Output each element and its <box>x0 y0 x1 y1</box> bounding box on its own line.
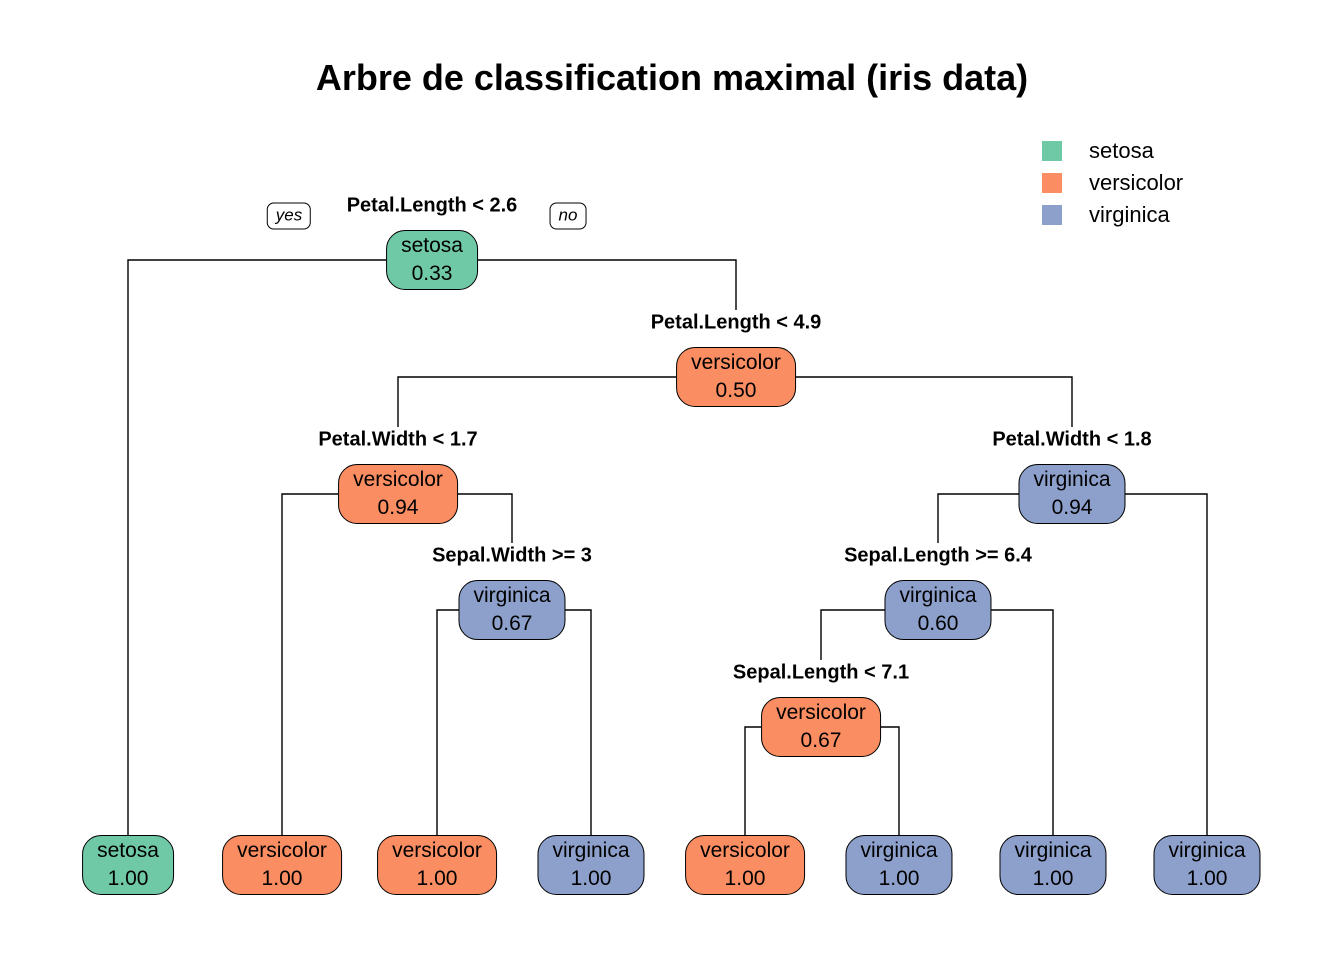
node-class: virginica <box>860 839 938 862</box>
tree-edge <box>820 609 885 660</box>
tree-node-n6: virginica 0.60 <box>884 580 992 640</box>
node-class: setosa <box>97 839 159 862</box>
tree-node-leaf4: virginica 1.00 <box>537 835 645 895</box>
tree-edge <box>397 376 676 427</box>
node-prob: 0.50 <box>715 379 757 402</box>
split-label: Sepal.Width >= 3 <box>432 544 592 567</box>
legend-swatch <box>1042 141 1062 161</box>
legend-item-virginica: virginica <box>1042 199 1183 231</box>
split-label: Sepal.Length < 7.1 <box>732 661 910 684</box>
node-prob: 1.00 <box>1032 867 1074 890</box>
node-prob: 0.94 <box>1051 496 1093 519</box>
node-prob: 1.00 <box>261 867 303 890</box>
tree-node-leaf3: versicolor 1.00 <box>377 835 497 895</box>
node-prob: 0.94 <box>377 496 419 519</box>
node-prob: 1.00 <box>570 867 612 890</box>
no-branch-tag: no <box>549 202 587 230</box>
tree-edge <box>1125 493 1208 835</box>
node-prob: 0.67 <box>491 612 533 635</box>
tree-edge <box>796 376 1073 427</box>
tree-node-leaf1: setosa 1.00 <box>82 835 174 895</box>
node-prob: 1.00 <box>107 867 149 890</box>
node-prob: 1.00 <box>878 867 920 890</box>
legend: setosa versicolor virginica <box>1042 135 1183 231</box>
tree-node-n4: virginica 0.67 <box>458 580 566 640</box>
tree-node-leaf6: virginica 1.00 <box>845 835 953 895</box>
node-class: versicolor <box>353 468 443 491</box>
tree-edge <box>436 609 459 835</box>
legend-item-setosa: setosa <box>1042 135 1183 167</box>
tree-edge <box>458 493 513 543</box>
node-prob: 1.00 <box>1186 867 1228 890</box>
legend-swatch <box>1042 173 1062 193</box>
split-label: Petal.Length < 4.9 <box>650 311 822 334</box>
tree-node-leaf5: versicolor 1.00 <box>685 835 805 895</box>
split-label: Petal.Length < 2.6 <box>346 194 518 217</box>
node-class: versicolor <box>691 351 781 374</box>
tree-node-n5: virginica 0.94 <box>1018 464 1126 524</box>
node-class: virginica <box>1168 839 1246 862</box>
node-class: versicolor <box>700 839 790 862</box>
tree-edge <box>937 493 1019 543</box>
split-label: Petal.Width < 1.8 <box>992 428 1152 451</box>
tree-node-root: setosa 0.33 <box>386 230 478 290</box>
tree-node-n7: versicolor 0.67 <box>761 697 881 757</box>
node-class: virginica <box>1033 468 1111 491</box>
node-class: virginica <box>1014 839 1092 862</box>
legend-item-versicolor: versicolor <box>1042 167 1183 199</box>
yes-branch-tag: yes <box>266 202 312 230</box>
tree-node-leaf8: virginica 1.00 <box>1153 835 1261 895</box>
tree-node-leaf7: virginica 1.00 <box>999 835 1107 895</box>
tree-edge <box>127 259 386 835</box>
node-prob: 1.00 <box>416 867 458 890</box>
node-class: virginica <box>473 584 551 607</box>
node-class: virginica <box>899 584 977 607</box>
node-prob: 0.33 <box>411 262 453 285</box>
tree-edge <box>744 726 761 835</box>
node-class: setosa <box>401 234 463 257</box>
legend-label: virginica <box>1089 202 1170 227</box>
split-label: Sepal.Length >= 6.4 <box>844 544 1032 567</box>
node-class: versicolor <box>392 839 482 862</box>
tree-node-n3: versicolor 0.94 <box>338 464 458 524</box>
legend-label: setosa <box>1089 138 1154 163</box>
node-class: versicolor <box>237 839 327 862</box>
tree-node-leaf2: versicolor 1.00 <box>222 835 342 895</box>
node-prob: 1.00 <box>724 867 766 890</box>
tree-edge <box>281 493 338 835</box>
legend-swatch <box>1042 205 1062 225</box>
tree-edge <box>565 609 592 835</box>
node-prob: 0.60 <box>917 612 959 635</box>
node-prob: 0.67 <box>800 729 842 752</box>
legend-label: versicolor <box>1089 170 1184 195</box>
node-class: versicolor <box>776 701 866 724</box>
tree-edge <box>991 609 1054 835</box>
chart-title: Arbre de classification maximal (iris da… <box>315 57 1029 98</box>
tree-edge <box>881 726 900 835</box>
tree-node-n2: versicolor 0.50 <box>676 347 796 407</box>
split-label: Petal.Width < 1.7 <box>318 428 478 451</box>
tree-edge <box>478 259 737 310</box>
node-class: virginica <box>552 839 630 862</box>
